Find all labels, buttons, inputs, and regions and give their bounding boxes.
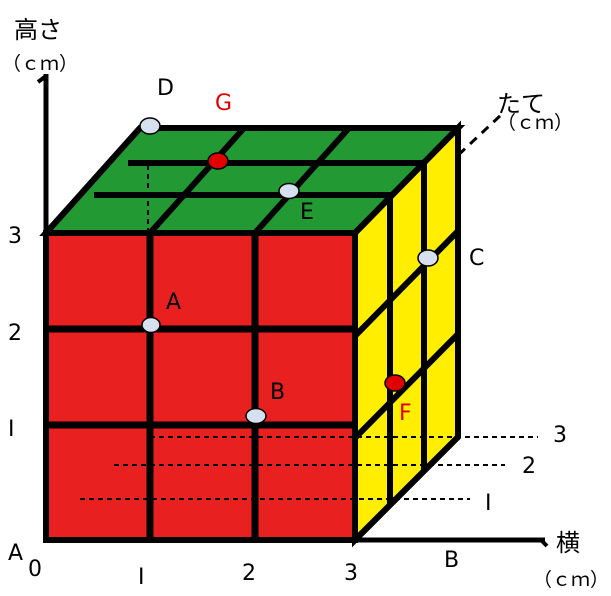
point-b-dot <box>245 407 267 425</box>
width-axis-tip <box>539 538 549 548</box>
top-grid-line <box>252 125 352 236</box>
height-axis-tip <box>36 74 48 84</box>
height-axis-label: 高さ <box>14 16 62 44</box>
x-tick-2: 2 <box>242 561 256 586</box>
side-grid-line <box>352 331 461 441</box>
point-b-label: B <box>270 380 285 405</box>
side-grid-line <box>352 228 461 339</box>
z-tick-3: 3 <box>553 423 567 448</box>
depth-axis-label: たて <box>497 90 545 118</box>
point-e-dot <box>278 182 300 200</box>
top-grid-line <box>147 125 247 236</box>
point-f-label: F <box>399 401 412 426</box>
point-a-dot <box>141 316 161 334</box>
y-tick-3: 3 <box>8 224 22 249</box>
point-d-dot <box>139 117 161 135</box>
front-face <box>43 230 358 543</box>
point-d-label: D <box>157 76 174 101</box>
width-unit-label: （ｃｍ） <box>533 569 609 591</box>
x-tick-1: I <box>138 565 145 590</box>
point-f-dot <box>384 374 406 392</box>
point-g-dot <box>207 152 229 170</box>
depth-unit-label: （ｃｍ） <box>497 112 573 134</box>
point-c-label: C <box>469 246 484 271</box>
width-axis-label: 横 <box>556 529 580 557</box>
point-c-dot <box>417 249 439 267</box>
origin-number: 0 <box>28 557 42 582</box>
point-g-label: G <box>215 91 232 116</box>
y-tick-1: I <box>8 417 15 442</box>
y-tick-2: 2 <box>8 321 22 346</box>
corner-b-label: B <box>444 548 459 573</box>
z-tick-2: 2 <box>522 454 536 479</box>
z-tick-1: I <box>485 491 492 516</box>
origin-letter: A <box>8 541 23 566</box>
height-unit-label: （ｃｍ） <box>2 53 78 75</box>
point-e-label: E <box>300 200 314 225</box>
x-tick-3: 3 <box>344 561 358 586</box>
point-a-label: A <box>166 290 181 315</box>
